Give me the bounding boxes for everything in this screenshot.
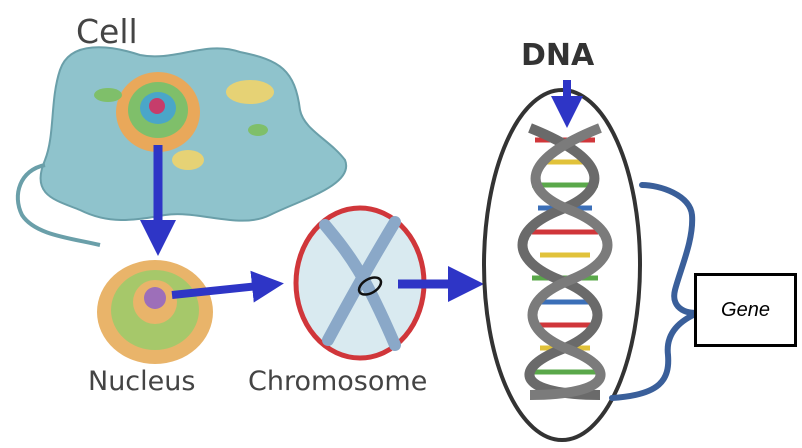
gene-brace — [609, 182, 702, 401]
chromosome-label: Chromosome — [248, 366, 428, 397]
mitochondrion-icon — [226, 80, 274, 104]
cell-illustration — [15, 46, 348, 247]
chromatid — [319, 219, 401, 351]
dna-ellipse — [482, 88, 642, 442]
gene-label: Gene — [721, 298, 770, 321]
cell-body — [39, 46, 348, 222]
nucleolus — [144, 287, 166, 309]
arrow-nucleus-to-chromosome — [171, 270, 284, 303]
cell-label: Cell — [76, 12, 138, 51]
cell-nucleolus — [149, 98, 165, 114]
dna-backbone — [527, 123, 613, 400]
gene-box: Gene — [694, 273, 797, 347]
nucleus-illustration — [97, 260, 213, 364]
organelle-icon — [248, 124, 268, 136]
nucleus-label: Nucleus — [88, 366, 196, 397]
mitochondrion-icon — [172, 150, 204, 170]
cell-tail — [15, 163, 101, 247]
chromatid — [322, 216, 401, 346]
dna-helix — [517, 123, 613, 400]
chromosome-illustration — [293, 205, 427, 361]
dna-label: DNA — [521, 38, 595, 73]
gene-locus-circle — [357, 276, 383, 296]
organelle-icon — [94, 88, 122, 102]
